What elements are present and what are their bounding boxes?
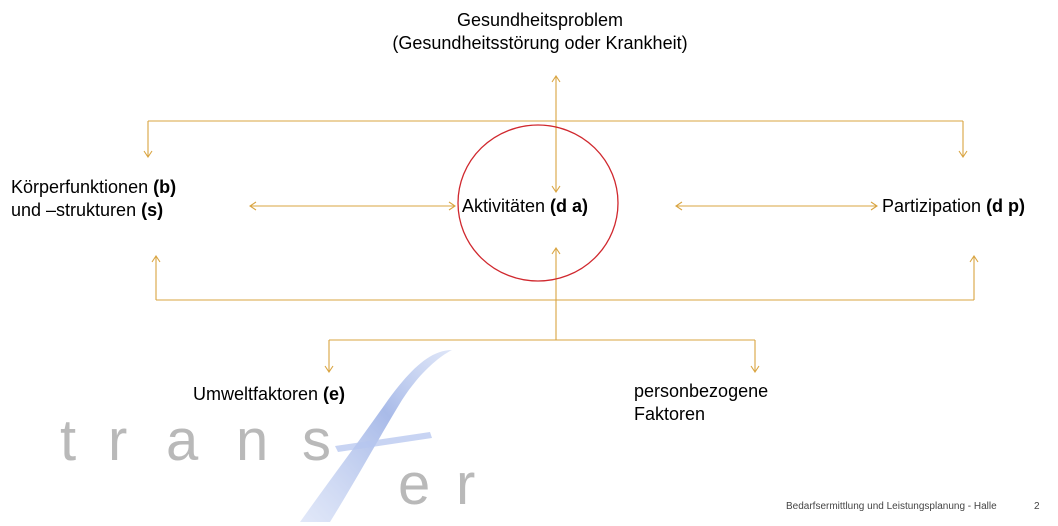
activities-label: Aktivitäten (d a) bbox=[462, 195, 588, 218]
body-functions-code: (b) bbox=[153, 177, 177, 197]
arrowhead-down-activities bbox=[551, 185, 561, 193]
health-problem-line1: Gesundheitsproblem bbox=[456, 10, 624, 30]
health-problem-line2: (Gesundheitsstörung oder Krankheit) bbox=[392, 33, 688, 53]
activities-ellipse bbox=[457, 124, 619, 282]
arrowheads bbox=[143, 75, 979, 373]
participation-code: (d p) bbox=[986, 196, 1026, 216]
arrowhead-down-personal bbox=[750, 365, 760, 373]
watermark-letter: s bbox=[302, 408, 331, 473]
activities-text: Aktivitäten bbox=[462, 196, 551, 216]
arrowhead-up-body bbox=[151, 255, 161, 263]
arrowhead-left-body bbox=[249, 201, 257, 211]
watermark-letter: e bbox=[398, 452, 431, 517]
arrowhead-up-participation bbox=[969, 255, 979, 263]
participation-label: Partizipation (d p) bbox=[882, 195, 1025, 218]
connectors bbox=[147, 76, 975, 372]
arrowhead-up-health bbox=[551, 75, 561, 83]
environmental-code: (e) bbox=[323, 384, 346, 404]
footer-text: Bedarfsermittlung und Leistungsplanung -… bbox=[786, 501, 997, 512]
personal-factors-label: personbezogene Faktoren bbox=[634, 380, 768, 426]
environmental-factors-label: Umweltfaktoren (e) bbox=[193, 383, 345, 406]
health-problem-label: Gesundheitsproblem (Gesundheitsstörung o… bbox=[330, 9, 750, 55]
body-structures-code: (s) bbox=[141, 200, 164, 220]
watermark-letter: n bbox=[236, 408, 269, 473]
page-number: 2 bbox=[1034, 501, 1040, 512]
watermark-letter: t bbox=[60, 408, 77, 473]
watermark-f-swoosh bbox=[300, 350, 452, 522]
participation-text: Partizipation bbox=[882, 196, 987, 216]
watermark-letter: a bbox=[166, 408, 199, 473]
activities-code: (d a) bbox=[550, 196, 589, 216]
environmental-text: Umweltfaktoren bbox=[193, 384, 324, 404]
personal-factors-line1: personbezogene bbox=[634, 381, 769, 401]
body-structures-text: und –strukturen bbox=[11, 200, 142, 220]
watermark-letter: r bbox=[456, 452, 476, 517]
arrowhead-right-participation bbox=[870, 201, 878, 211]
arrowhead-left-activities-out bbox=[675, 201, 683, 211]
personal-factors-line2: Faktoren bbox=[634, 404, 706, 424]
arrowhead-down-environment bbox=[324, 365, 334, 373]
arrowhead-down-left bbox=[143, 150, 153, 158]
body-functions-label: Körperfunktionen (b) und –strukturen (s) bbox=[11, 176, 176, 222]
watermark-letter: r bbox=[108, 408, 128, 473]
body-functions-text: Körperfunktionen bbox=[11, 177, 154, 197]
arrowhead-down-right bbox=[958, 150, 968, 158]
arrowhead-right-activities-in bbox=[448, 201, 456, 211]
arrowhead-up-activities bbox=[551, 247, 561, 255]
